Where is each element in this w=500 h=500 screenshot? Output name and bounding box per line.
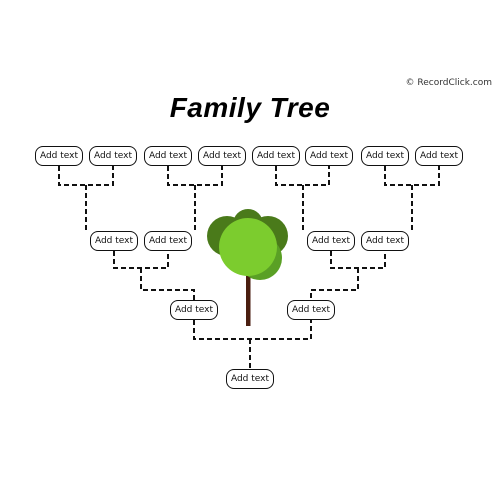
gen4-box-2[interactable]: Add text bbox=[89, 146, 137, 166]
gen2-box-1[interactable]: Add text bbox=[170, 300, 218, 320]
connector-pair-5 bbox=[113, 251, 195, 300]
gen4-box-8[interactable]: Add text bbox=[415, 146, 463, 166]
connector-pair-6 bbox=[310, 251, 386, 300]
connector-pair-4 bbox=[384, 166, 440, 230]
gen4-box-6[interactable]: Add text bbox=[305, 146, 353, 166]
tree-icon bbox=[207, 209, 288, 326]
connector-pair-2 bbox=[167, 166, 223, 230]
gen4-box-5[interactable]: Add text bbox=[252, 146, 300, 166]
credit-text: © RecordClick.com bbox=[405, 78, 492, 88]
gen2-box-2[interactable]: Add text bbox=[287, 300, 335, 320]
gen3-box-3[interactable]: Add text bbox=[307, 231, 355, 251]
gen4-box-3[interactable]: Add text bbox=[144, 146, 192, 166]
connector-pair-7 bbox=[193, 320, 312, 369]
gen3-box-4[interactable]: Add text bbox=[361, 231, 409, 251]
gen3-box-2[interactable]: Add text bbox=[144, 231, 192, 251]
connector-pair-1 bbox=[58, 166, 114, 230]
gen4-box-1[interactable]: Add text bbox=[35, 146, 83, 166]
page-title: Family Tree bbox=[169, 92, 331, 123]
gen4-box-7[interactable]: Add text bbox=[361, 146, 409, 166]
gen4-box-4[interactable]: Add text bbox=[198, 146, 246, 166]
gen1-box-root[interactable]: Add text bbox=[226, 369, 274, 389]
gen3-box-1[interactable]: Add text bbox=[90, 231, 138, 251]
connector-pair-3 bbox=[275, 166, 330, 230]
